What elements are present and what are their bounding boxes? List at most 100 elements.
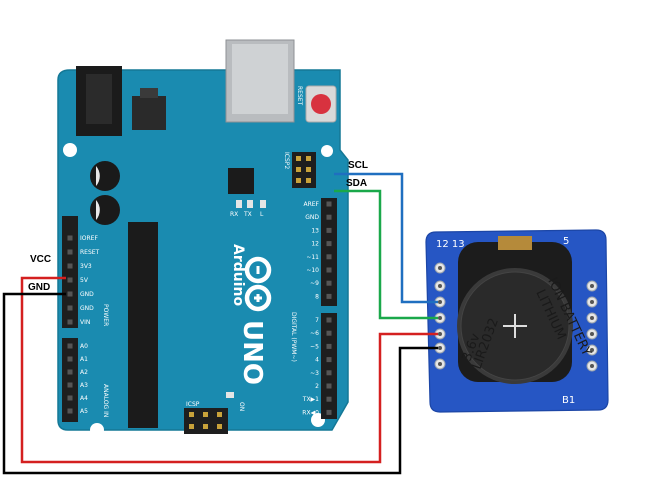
pin-label: A2: [80, 369, 88, 376]
pin-label: ~3: [310, 370, 319, 377]
reset-button[interactable]: [305, 85, 337, 123]
l-label: L: [260, 211, 264, 218]
header-pin: [326, 343, 332, 349]
rtc-right-pin-hole: [590, 332, 594, 336]
header-pin: [67, 343, 73, 349]
pin-label: 7: [315, 317, 319, 324]
header-pin: [67, 291, 73, 297]
rtc-module: LIR2032 3.6v ION BATTERY LITHIUM 12 13 5…: [425, 229, 609, 413]
icsp-header: [184, 408, 228, 434]
header-pin: [67, 382, 73, 388]
pin-label: A0: [80, 343, 88, 350]
header-pin: [326, 317, 332, 323]
header-pin: [326, 383, 332, 389]
analog-header: [62, 338, 78, 422]
capacitor: [90, 195, 120, 225]
header-pin: [326, 214, 332, 220]
reset-silkscreen: RESET: [296, 86, 303, 106]
mounting-hole: [63, 143, 77, 157]
pin-label: ~9: [310, 280, 319, 287]
header-pin: [67, 235, 73, 241]
tx-led: [236, 200, 242, 208]
pin-label: ~5: [310, 343, 319, 350]
power-header-label: POWER: [102, 304, 109, 326]
mounting-hole: [321, 145, 333, 157]
pin-label: ~11: [306, 254, 319, 261]
pin-label: A1: [80, 356, 88, 363]
gnd-label: GND: [28, 282, 50, 293]
tx-label: TX: [243, 211, 252, 218]
header-pin: [326, 201, 332, 207]
pin-label: 2: [315, 383, 319, 390]
atmega-chip: [128, 222, 158, 428]
header-pin: [326, 280, 332, 286]
rtc-right-pin-hole: [590, 300, 594, 304]
rtc-left-pin-hole: [438, 266, 442, 270]
vcc-label: VCC: [30, 254, 51, 265]
header-pin: [326, 370, 332, 376]
rtc-left-pin-hole: [438, 332, 442, 336]
rtc-corner-label-right: 5: [563, 236, 569, 247]
rx-led: [247, 200, 253, 208]
on-label: ON: [238, 402, 245, 411]
header-pin: [326, 396, 332, 402]
pin-label: A5: [80, 408, 88, 415]
rtc-right-pin-hole: [590, 284, 594, 288]
vcc-wire: [20, 276, 438, 464]
pin-label: GND: [305, 214, 319, 221]
arduino-brand-text: Arduino: [230, 244, 246, 306]
power-header: [62, 216, 78, 328]
header-pin: [67, 277, 73, 283]
wires: [2, 172, 438, 475]
pin-label: RESET: [80, 249, 100, 256]
mounting-hole: [90, 423, 104, 437]
icsp2-label: ICSP2: [283, 152, 290, 169]
pin-label: A3: [80, 382, 88, 389]
pin-label: 4: [315, 357, 319, 364]
header-pin: [67, 305, 73, 311]
header-pin: [326, 330, 332, 336]
pin-label: 5V: [80, 277, 89, 284]
capacitor: [90, 161, 120, 191]
header-pin: [67, 369, 73, 375]
header-pin: [326, 357, 332, 363]
rtc-left-pin-hole: [438, 362, 442, 366]
rtc-right-pin-hole: [590, 348, 594, 352]
pin-label: A4: [80, 395, 88, 402]
rtc-left-pin-hole: [438, 316, 442, 320]
digital-header-bottom: [321, 313, 337, 419]
digital-header-top: [321, 198, 337, 306]
pin-label: 13: [311, 227, 319, 234]
l-led: [260, 200, 266, 208]
rtc-b1-label: B1: [562, 395, 575, 406]
icsp2-header: [292, 152, 316, 188]
header-pin: [326, 267, 332, 273]
rtc-right-pin-hole: [590, 364, 594, 368]
header-pin: [326, 409, 332, 415]
header-pin: [326, 254, 332, 260]
pin-label: 12: [311, 241, 319, 248]
pin-label: GND: [80, 305, 94, 312]
scl-wire: [334, 172, 438, 304]
analog-header-label: ANALOG IN: [102, 384, 109, 417]
header-pin: [326, 293, 332, 299]
arduino-uno-board: RESET TX RX L ON ICSP2 ICS: [57, 39, 349, 437]
pin-label: 8: [315, 293, 319, 300]
header-pin: [67, 249, 73, 255]
pin-label: ~10: [306, 267, 319, 274]
pin-label: AREF: [303, 201, 319, 208]
rx-label: RX: [230, 211, 238, 218]
pin-label: ~6: [310, 330, 319, 337]
voltage-regulator: [132, 96, 166, 130]
rtc-left-pin-hole: [438, 284, 442, 288]
header-pin: [67, 408, 73, 414]
header-pin: [326, 241, 332, 247]
icsp-label: ICSP: [186, 401, 200, 408]
usb-interface-chip: [228, 168, 254, 194]
arduino-logo: [244, 256, 272, 312]
digital-header-label: DIGITAL (PWM~): [290, 312, 297, 362]
header-pin: [67, 395, 73, 401]
uno-model-text: UNO: [237, 320, 267, 385]
rtc-right-pin-hole: [590, 316, 594, 320]
